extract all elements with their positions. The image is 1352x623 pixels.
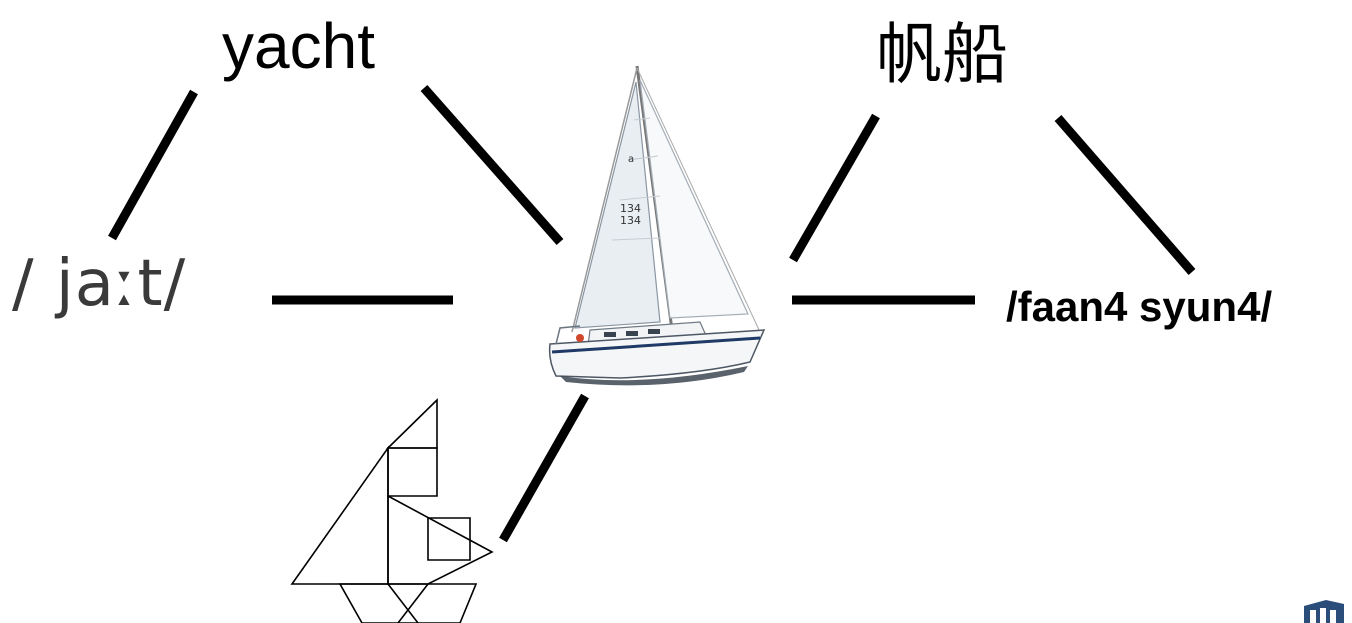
line-chinese-to-jyutping [1054, 115, 1196, 275]
chinese-pronunciation-label: /faan4 syun4/ [1006, 283, 1273, 330]
line-chinese-to-photo [789, 113, 880, 263]
english-word-label: yacht [222, 10, 375, 82]
library-logo-icon [1300, 598, 1346, 623]
svg-text:134: 134 [620, 202, 641, 215]
sailboat-photo: 134 134 a [548, 65, 766, 386]
line-yacht-to-ipa [108, 89, 198, 241]
line-photo-to-tangram [499, 393, 589, 543]
svg-text:a: a [628, 154, 634, 165]
line-yacht-to-photo [420, 85, 564, 245]
chinese-word-label: 帆船 [876, 16, 1008, 93]
english-pronunciation-label: / jaːt/ [12, 247, 187, 321]
tangram-sailboat [290, 398, 494, 623]
svg-text:134: 134 [620, 214, 641, 227]
